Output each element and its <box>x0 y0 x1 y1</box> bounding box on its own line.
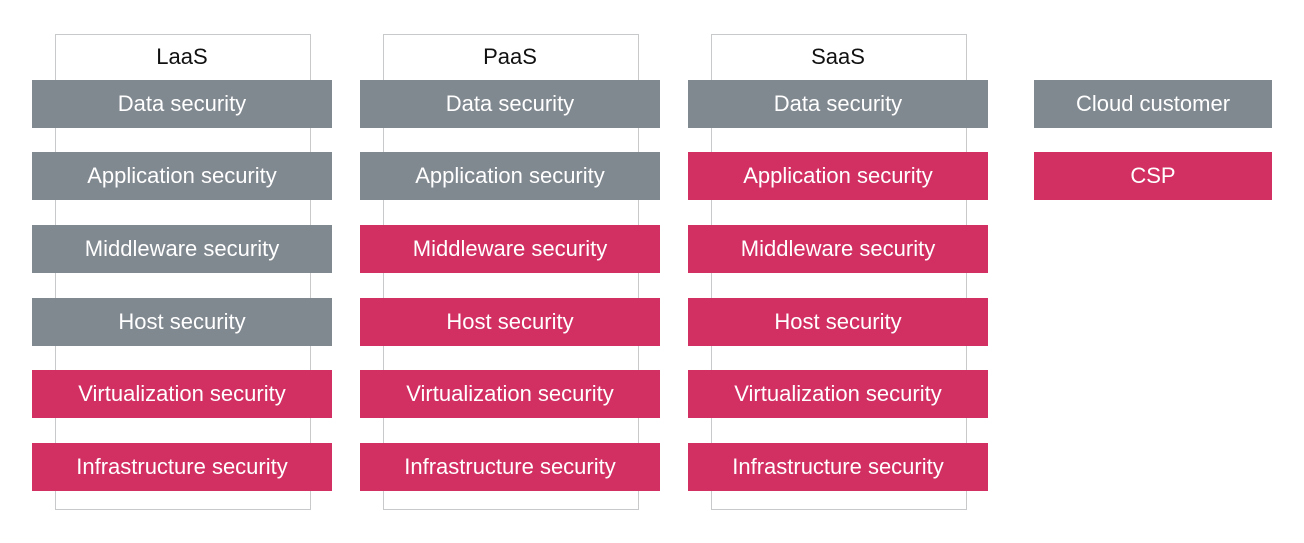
layer-middleware-security: Middleware security <box>32 225 332 273</box>
layer-host-security: Host security <box>688 298 988 346</box>
layer-application-security: Application security <box>32 152 332 200</box>
layer-virtualization-security: Virtualization security <box>688 370 988 418</box>
layer-middleware-security: Middleware security <box>360 225 660 273</box>
column-laas: LaaS Data security Application security … <box>32 34 332 510</box>
layer-application-security: Application security <box>360 152 660 200</box>
layer-data-security: Data security <box>360 80 660 128</box>
layer-virtualization-security: Virtualization security <box>32 370 332 418</box>
layer-host-security: Host security <box>360 298 660 346</box>
layer-host-security: Host security <box>32 298 332 346</box>
layer-data-security: Data security <box>32 80 332 128</box>
layer-infrastructure-security: Infrastructure security <box>360 443 660 491</box>
column-title: LaaS <box>156 44 208 69</box>
column-paas: PaaS Data security Application security … <box>360 34 660 510</box>
column-saas: SaaS Data security Application security … <box>688 34 988 510</box>
layer-virtualization-security: Virtualization security <box>360 370 660 418</box>
layer-infrastructure-security: Infrastructure security <box>688 443 988 491</box>
column-title: PaaS <box>483 44 537 69</box>
layer-infrastructure-security: Infrastructure security <box>32 443 332 491</box>
layer-application-security: Application security <box>688 152 988 200</box>
legend-cloud-customer: Cloud customer <box>1034 80 1272 128</box>
layer-data-security: Data security <box>688 80 988 128</box>
layer-middleware-security: Middleware security <box>688 225 988 273</box>
legend-csp: CSP <box>1034 152 1272 200</box>
column-title: SaaS <box>811 44 865 69</box>
